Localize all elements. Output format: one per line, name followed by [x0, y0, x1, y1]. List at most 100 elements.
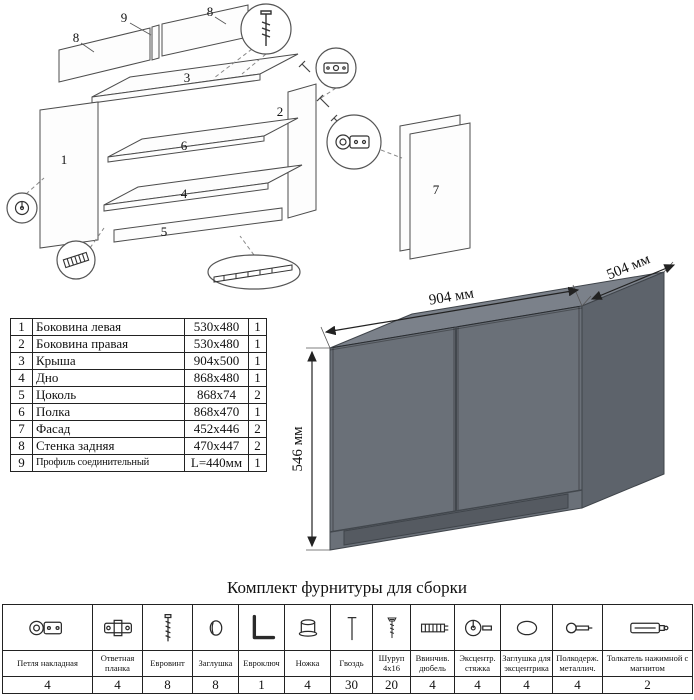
table-row: 9 Профиль соединительный L=440мм 1	[10, 454, 267, 472]
part-name: Боковина правая	[32, 335, 185, 353]
right-side-panel	[287, 83, 317, 219]
table-row: 7 Фасад 452x446 2	[10, 420, 267, 438]
hardware-name: Заглушка	[192, 650, 239, 677]
part-label-4: 4	[181, 186, 188, 201]
callout-profile	[207, 254, 301, 290]
cap-icon	[209, 619, 222, 636]
part-label-3: 3	[184, 70, 191, 85]
part-name: Полка	[32, 403, 185, 421]
hinge-icon	[28, 620, 62, 635]
cam-lock-icon	[464, 619, 492, 636]
hardware-qty: 8	[192, 676, 239, 694]
part-label-2: 2	[277, 104, 284, 119]
shelf-edge	[107, 135, 265, 163]
cam-detail-icon	[14, 200, 30, 216]
part-name: Цоколь	[32, 386, 185, 404]
table-row: 1 Боковина левая 530x480 1	[10, 318, 267, 336]
hardware-icon-cell	[372, 604, 411, 651]
part-size: 868x470	[184, 403, 249, 421]
part-size: 530x480	[184, 335, 249, 353]
part-name: Фасад	[32, 420, 185, 438]
part-qty: 2	[248, 437, 267, 455]
part-size: 868x480	[184, 369, 249, 387]
part-size: 530x480	[184, 318, 249, 336]
part-qty: 2	[248, 420, 267, 438]
label-leaders	[80, 16, 227, 53]
hardware-icon-cell	[284, 604, 331, 651]
hardware-qty: 1	[238, 676, 285, 694]
part-size: 452x446	[184, 420, 249, 438]
hinge-detail-icon	[335, 134, 370, 150]
cabinet-plinth	[343, 493, 569, 546]
height-dimension-label: 546 мм	[290, 426, 306, 472]
hardware-name: Ножка	[284, 650, 331, 677]
table-row: 8 Стенка задняя 470x447 2	[10, 437, 267, 455]
part-size: 904x500	[184, 352, 249, 370]
part-num: 2	[10, 335, 33, 353]
screw-icon	[386, 616, 397, 638]
hardware-name: Эксцентр. стяжка	[454, 650, 501, 677]
part-label-8b: 8	[207, 4, 214, 19]
panels	[39, 4, 471, 260]
part-num: 8	[10, 437, 33, 455]
callout-hinge	[326, 114, 382, 170]
part-label-1: 1	[61, 152, 68, 167]
part-name: Крыша	[32, 352, 185, 370]
parts-table: 1 Боковина левая 530x480 1 2 Боковина пр…	[10, 318, 267, 472]
hex-key-icon	[252, 614, 275, 639]
callout-confirmat	[240, 3, 292, 55]
back-panel-left	[58, 27, 151, 83]
callout-hinge-plate	[315, 47, 357, 89]
hardware-name: Ввинчив. дюбель	[410, 650, 455, 677]
hardware-qty: 2	[602, 676, 693, 694]
part-name: Стенка задняя	[32, 437, 185, 455]
hardware-icon-cell	[454, 604, 501, 651]
hardware-name: Полкодерж. металлич.	[552, 650, 603, 677]
part-qty: 1	[248, 335, 267, 353]
part-num: 1	[10, 318, 33, 336]
table-row: 4 Дно 868x480 1	[10, 369, 267, 387]
hardware-icons-row	[2, 604, 693, 651]
small-screw-glyphs	[298, 60, 343, 127]
width-dimension-label: 904 мм	[428, 285, 476, 308]
hardware-icon-cell	[2, 604, 93, 651]
hardware-icon-cell	[602, 604, 693, 651]
hardware-name: Шуруп 4x16	[372, 650, 411, 677]
table-row: 3 Крыша 904x500 1	[10, 352, 267, 370]
part-name: Боковина левая	[32, 318, 185, 336]
part-num: 7	[10, 420, 33, 438]
hardware-name: Гвоздь	[330, 650, 373, 677]
cabinet-3d-view: 904 мм 504 мм 546 мм	[290, 255, 676, 551]
hardware-qty: 4	[552, 676, 603, 694]
dowel-detail-icon	[62, 251, 90, 269]
table-row: 5 Цоколь 868x74 2	[10, 386, 267, 404]
shelf-face	[107, 117, 299, 158]
part-size: 470x447	[184, 437, 249, 455]
hardware-name: Ответная планка	[92, 650, 143, 677]
cabinet-right-face	[581, 271, 665, 509]
connector-profile	[151, 24, 160, 61]
hardware-icon-cell	[92, 604, 143, 651]
part-num: 4	[10, 369, 33, 387]
push-opener-icon	[629, 622, 668, 633]
hardware-qty: 4	[2, 676, 93, 694]
cam-cap-icon	[516, 620, 537, 635]
left-side-panel	[39, 101, 99, 249]
part-label-6: 6	[181, 138, 188, 153]
hardware-icon-cell	[552, 604, 603, 651]
part-label-9: 9	[121, 10, 128, 25]
part-num: 3	[10, 352, 33, 370]
confirmat-icon	[164, 613, 171, 641]
callout-cam	[6, 192, 38, 224]
hardware-names-row: Петля накладная Ответная планка Евровинт…	[2, 650, 693, 677]
part-num: 6	[10, 403, 33, 421]
part-name: Дно	[32, 369, 185, 387]
exploded-view-diagram: 9 8 8 3 1 2 6 4 5 7	[6, 3, 471, 290]
part-qty: 1	[248, 403, 267, 421]
hardware-name: Евровинт	[142, 650, 193, 677]
top-panel-edge	[91, 73, 261, 104]
part-num: 5	[10, 386, 33, 404]
part-name: Профиль соединительный	[32, 454, 185, 472]
hinge-plate-detail-icon	[323, 62, 349, 74]
